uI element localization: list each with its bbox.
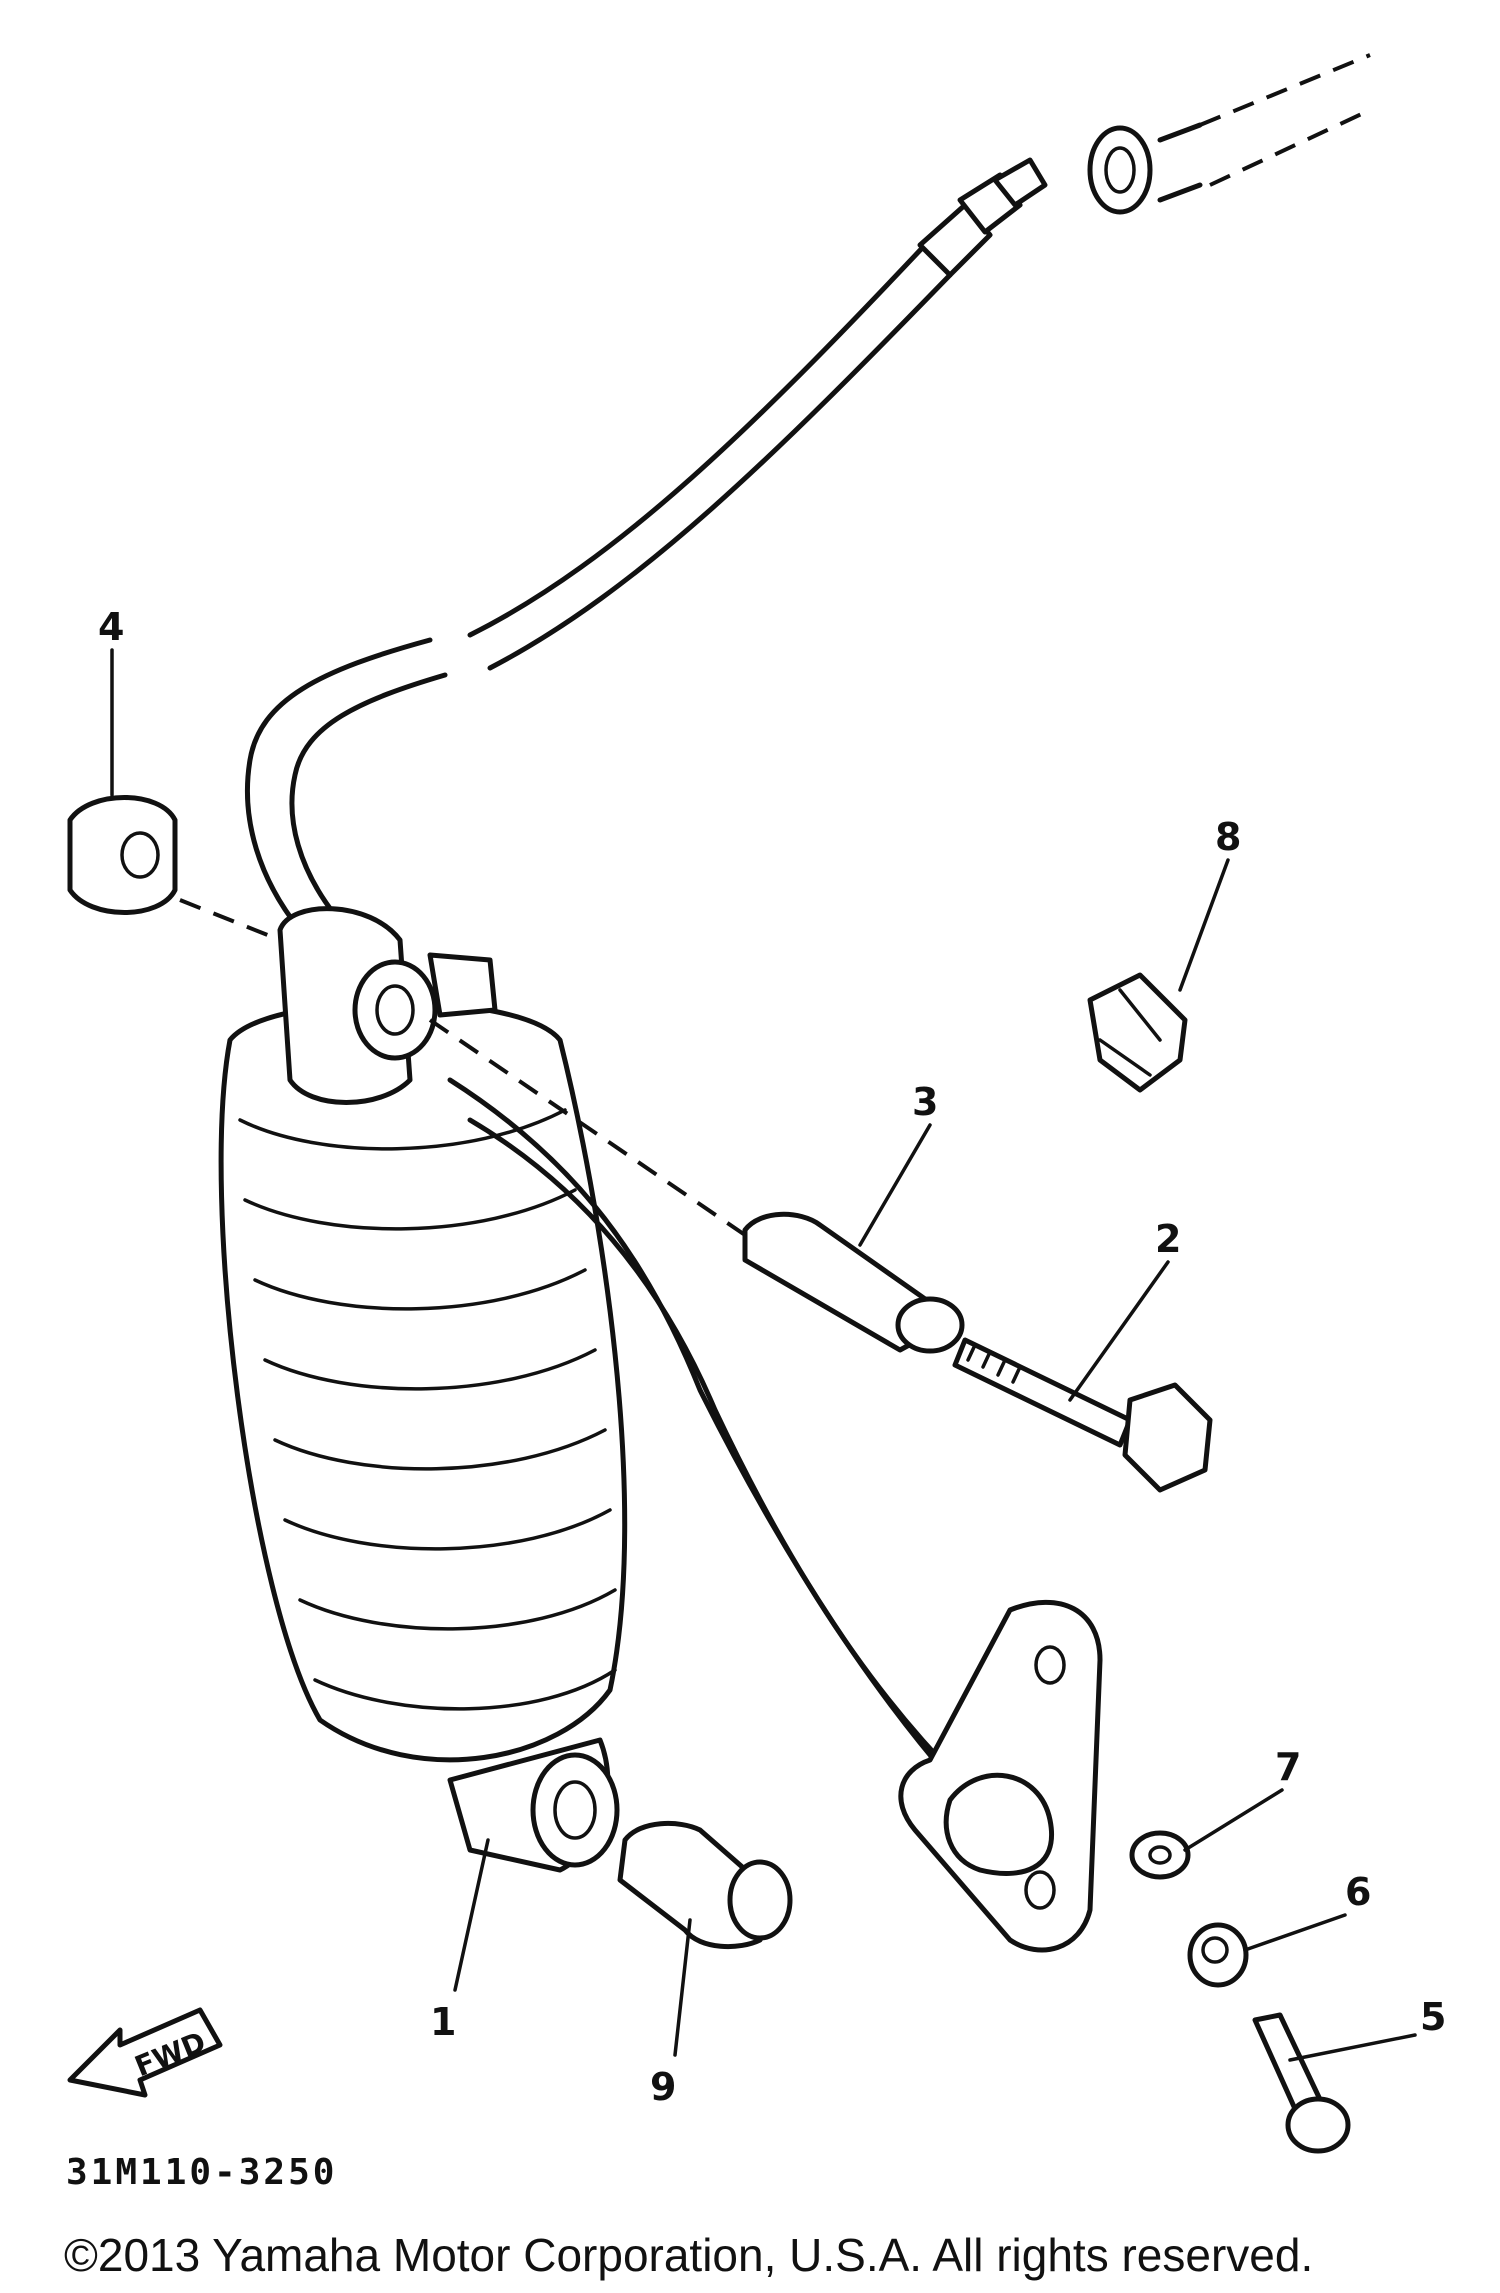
collar-part: [428, 1018, 965, 1354]
diagram-part-code: 31M110-3250: [66, 2152, 338, 2193]
callout-3: 3: [912, 1080, 938, 1124]
reservoir-hose: [245, 157, 1048, 933]
reservoir-line: [447, 1077, 983, 1803]
washer-part: [1129, 1830, 1191, 1880]
bolt-part: [952, 1337, 1213, 1493]
forward-direction-arrow: FWD: [67, 2007, 223, 2098]
callout-4: 4: [98, 605, 124, 649]
callout-6: 6: [1345, 1870, 1371, 1914]
callout-5: 5: [1420, 1995, 1446, 2039]
nut-part: [67, 795, 281, 942]
reservoir-bracket: [898, 1599, 1103, 1953]
small-nut-part: [1187, 1922, 1249, 1988]
clip-part: [1087, 972, 1188, 1093]
callout-9: 9: [650, 2065, 676, 2109]
shock-absorber: [218, 906, 628, 1873]
hose-fitting: [1087, 53, 1371, 215]
callout-2: 2: [1155, 1217, 1181, 1261]
callout-1: 1: [430, 2000, 456, 2044]
callout-7: 7: [1275, 1745, 1301, 1789]
leader-lines: [110, 648, 1417, 2062]
callout-8: 8: [1215, 815, 1241, 859]
lower-collar-part: [617, 1820, 793, 1950]
small-bolt-part: [1252, 2012, 1351, 2154]
copyright-notice: ©2013 Yamaha Motor Corporation, U.S.A. A…: [64, 2229, 1314, 2281]
